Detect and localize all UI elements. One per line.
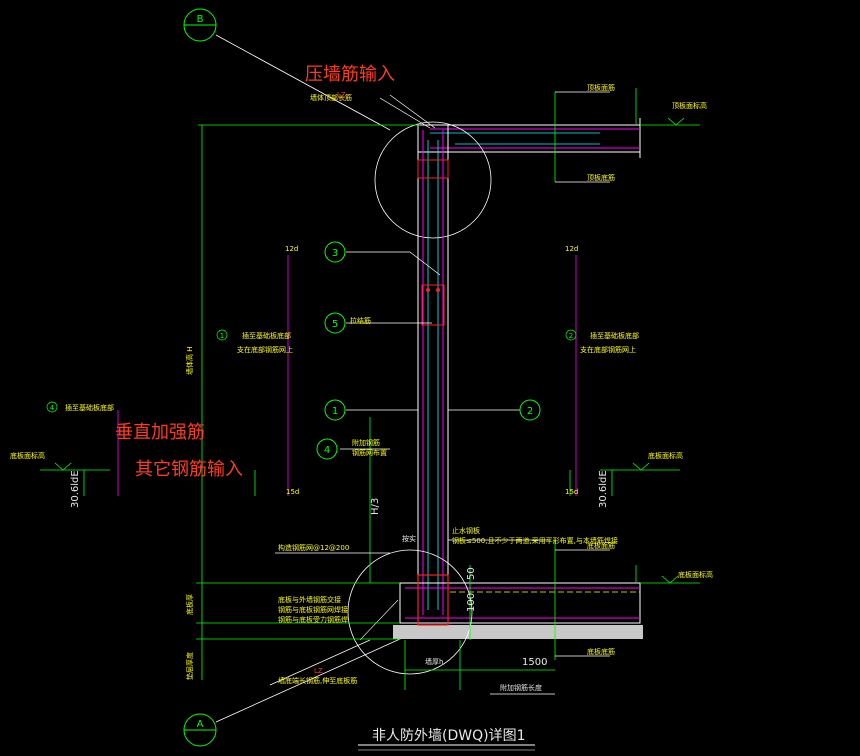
leader-lines: [269, 91, 610, 695]
marker-2: 2: [519, 399, 541, 421]
axis-b-label: B: [197, 14, 204, 25]
note-waterstop: 止水钢板: [452, 526, 480, 535]
note-anchor: 按实: [402, 534, 416, 543]
marker-5: 5: [324, 312, 346, 334]
note-wall-height: 墙体高 H: [185, 347, 194, 376]
top-detail-circle: [374, 121, 492, 239]
note-left-ground: 插至基础板底部: [65, 403, 114, 412]
small-marker-4: 4: [46, 401, 58, 413]
note-stirrup: 构造钢筋网@12@200: [278, 543, 349, 552]
note-right-1: 插至基础板底部: [590, 331, 639, 340]
axis-a-bubble: A: [183, 629, 421, 747]
svg-text:4: 4: [324, 445, 330, 456]
note-base-1: 底板与外墙钢筋交接: [278, 595, 341, 604]
dim-100: 100: [466, 593, 477, 612]
axis-b-bubble: B: [183, 8, 391, 131]
dim-la-right: 30.6ldE: [598, 470, 609, 508]
note-base-thickness: 底板厚: [185, 594, 194, 615]
yellow-notes: 墙体顶部长筋 顶板面筋 顶板面标高 顶板底筋 插至基础板底部 支在底部钢筋网上 …: [10, 83, 713, 692]
svg-text:1: 1: [220, 332, 224, 340]
dim-15d-left: 15d: [286, 488, 299, 496]
svg-text:1: 1: [332, 406, 338, 417]
svg-text:2: 2: [527, 406, 533, 417]
note-tie-bar: 拉结筋: [350, 316, 371, 325]
dim-h3: H/3: [370, 498, 381, 515]
dim-12d-left: 12d: [285, 245, 298, 253]
dim-15d-right: 15d: [565, 488, 578, 496]
svg-text:2: 2: [569, 332, 573, 340]
caption-top-rebar: 压墙筋输入: [305, 64, 395, 85]
note-top-right-c: 顶板底筋: [587, 173, 615, 182]
drawing-title: 非人防外墙(DWQ)详图1: [372, 728, 525, 744]
note-left-elev: 底板面标高: [10, 451, 45, 460]
red-mark-bottom: LZ: [314, 667, 323, 675]
note-base-face: 底板面筋: [587, 541, 615, 550]
dimension-lines: [40, 88, 700, 690]
note-left-1: 插至基础板底部: [242, 331, 291, 340]
dim-la-left: 30.6ldE: [70, 470, 81, 508]
bottom-detail-circle: [347, 549, 473, 675]
note-right-2: 支在底部钢筋网上: [580, 345, 636, 354]
note-base-3: 钢筋与底板受力钢筋焊: [278, 615, 348, 624]
marker-3: 3: [324, 241, 346, 263]
note-cushion: 垫层厚度: [185, 652, 194, 680]
base-slab: [347, 549, 643, 675]
axis-a-label: A: [197, 719, 204, 730]
note-right-elev: 底板面标高: [648, 451, 683, 460]
note-base-2: 钢筋与底板钢筋网焊接: [278, 605, 348, 614]
small-marker-2: 2: [565, 329, 577, 341]
caption-vertical-rebar: 垂直加强筋: [115, 422, 205, 443]
dim-50: 50: [466, 567, 477, 580]
note-top-right-b: 顶板面标高: [672, 101, 707, 110]
exterior-wall: [417, 124, 449, 626]
dim-12d-right: 12d: [565, 245, 578, 253]
marker-1: 1: [324, 399, 346, 421]
note-add-rebar-2: 钢筋网布置: [352, 448, 387, 457]
marker-4: 4: [316, 438, 338, 460]
note-bottom: 墙底端长钢筋,伸至底板筋: [278, 676, 357, 685]
dim-1500: 1500: [522, 657, 547, 668]
small-marker-1: 1: [216, 329, 228, 341]
note-add-length: 附加钢筋长度: [500, 683, 542, 692]
note-top-right-a: 顶板面筋: [587, 83, 615, 92]
svg-text:5: 5: [332, 319, 338, 330]
note-top-left: 墙体顶部长筋: [310, 93, 352, 102]
note-waterstop-detail: 钢板≤500,且不少于两道,采用平形布置,与本墙筋焊接: [452, 536, 618, 545]
svg-text:3: 3: [332, 248, 338, 259]
cushion-layer: [393, 625, 643, 639]
anchorage-lines: [117, 255, 577, 496]
note-base-elev: 底板面标高: [678, 570, 713, 579]
note-base-bottom: 底板底筋: [587, 647, 615, 656]
top-slab: [374, 118, 641, 239]
caption-other-rebar: 其它钢筋输入: [135, 459, 243, 480]
note-add-rebar-1: 附加钢筋: [352, 438, 380, 447]
svg-text:4: 4: [50, 404, 55, 412]
red-mark-top: LZ: [337, 91, 346, 99]
note-wall-thickness: 墙厚h: [425, 657, 443, 666]
note-left-2: 支在底部钢筋网上: [237, 345, 293, 354]
